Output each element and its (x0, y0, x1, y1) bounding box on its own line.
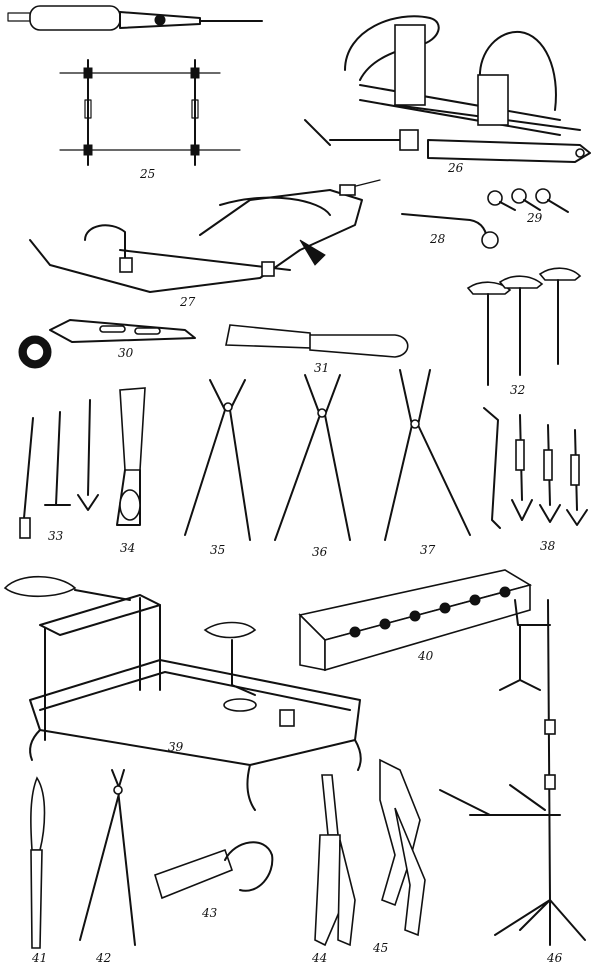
label-41: 41 (31, 951, 47, 965)
probes-33 (19, 399, 99, 539)
distraction-apparatus-26 (304, 15, 591, 163)
label-44: 44 (311, 951, 327, 965)
wire-frame-25 (59, 59, 241, 166)
label-36: 36 (312, 545, 328, 559)
forceps-36 (274, 374, 351, 541)
electric-drill (7, 5, 263, 31)
bone-holding-forceps-45 (379, 758, 426, 937)
forceps-35 (184, 379, 251, 541)
cutting-pliers-42 (79, 769, 136, 946)
bar-plate-40 (298, 569, 533, 672)
curved-hook-28 (401, 213, 499, 249)
chisel-31 (225, 324, 409, 358)
saw-43 (154, 841, 274, 900)
label-37: 37 (420, 543, 436, 557)
traction-frame-27 (29, 179, 381, 293)
label-25: 25 (139, 167, 155, 181)
label-42: 42 (95, 951, 111, 965)
retractor-34 (116, 387, 146, 526)
label-33: 33 (48, 529, 64, 543)
label-40: 40 (417, 649, 434, 663)
orthopedic-table-39 (3, 575, 362, 811)
label-43: 43 (201, 906, 218, 920)
label-32: 32 (510, 383, 525, 397)
t-pins-32 (466, 267, 582, 386)
label-31: 31 (314, 361, 329, 375)
traction-stand-46 (439, 599, 586, 946)
rasp-30 (18, 319, 196, 369)
label-38: 38 (540, 539, 556, 553)
label-26: 26 (447, 161, 464, 175)
bone-forceps-44 (314, 774, 356, 947)
label-27: 27 (179, 295, 196, 309)
knife-41 (30, 776, 46, 949)
forceps-37 (384, 369, 471, 541)
label-35: 35 (210, 543, 225, 557)
label-34: 34 (120, 541, 135, 555)
label-46: 46 (546, 951, 563, 965)
screw-pins-29 (487, 188, 569, 213)
label-28: 28 (429, 232, 446, 246)
label-29: 29 (526, 211, 543, 225)
label-30: 30 (118, 346, 134, 360)
wire-tensioners-38 (483, 407, 588, 529)
label-45: 45 (372, 941, 388, 955)
label-39: 39 (168, 740, 184, 754)
